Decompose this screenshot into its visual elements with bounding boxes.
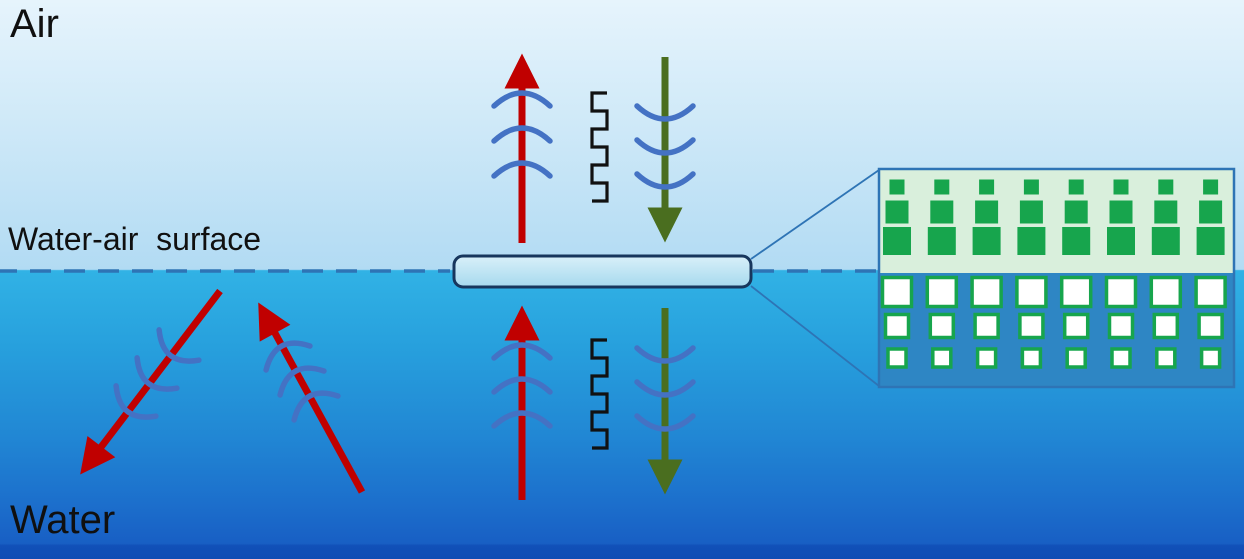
water-side-square xyxy=(1110,347,1132,369)
water-side-square xyxy=(925,275,959,309)
air-side-square xyxy=(975,200,999,224)
air-side-square xyxy=(930,200,954,224)
connector-line-top xyxy=(750,169,880,260)
air-side-square xyxy=(934,179,950,195)
air-side-square xyxy=(889,179,905,195)
flux-arc xyxy=(491,342,553,361)
flux-arc xyxy=(134,355,180,392)
air-side-square xyxy=(1017,227,1046,255)
flux-arc xyxy=(156,327,202,364)
floating-evaporator-device xyxy=(452,254,753,289)
flux-arc xyxy=(491,90,553,109)
downward-green-arrow-air-side xyxy=(634,57,696,243)
water-side-square xyxy=(1155,347,1177,369)
flux-arc xyxy=(491,410,553,429)
air-side-square xyxy=(1196,227,1225,255)
air-side-square xyxy=(1019,200,1043,224)
thermal-resistance-zigzag-water-side xyxy=(590,338,609,450)
flux-arc xyxy=(491,160,553,179)
flux-arc xyxy=(634,103,696,122)
water-side-square xyxy=(973,312,1000,340)
air-side-square xyxy=(1154,200,1178,224)
water-side-square xyxy=(1149,275,1183,309)
downward-green-arrow-water-side xyxy=(634,308,696,495)
inset-air-side-square-grid xyxy=(883,179,1225,255)
device-body xyxy=(452,254,753,289)
air-side-square xyxy=(1199,200,1223,224)
air-side-square xyxy=(979,179,995,195)
water-side-square xyxy=(1197,312,1224,340)
water-side-square xyxy=(1059,275,1093,309)
water-side-square xyxy=(1107,312,1135,340)
red-arrow-shaft xyxy=(80,288,223,475)
air-side-square xyxy=(1203,179,1219,195)
zigzag-icon xyxy=(590,338,609,450)
upward-red-arrow-air-side xyxy=(491,53,553,243)
red-arrow-shaft xyxy=(258,302,366,494)
air-side-square xyxy=(1023,179,1039,195)
flux-arc xyxy=(491,376,553,395)
water-side-square xyxy=(928,312,956,340)
water-side-square xyxy=(931,347,953,369)
flux-arc xyxy=(634,379,696,398)
water-side-square xyxy=(1015,275,1048,309)
water-air-surface-label: Water-air surface xyxy=(8,221,262,257)
air-label: Air xyxy=(10,2,59,46)
flux-arc xyxy=(634,345,696,364)
zigzag-icon xyxy=(590,91,609,203)
air-side-square xyxy=(1158,179,1174,195)
water-label: Water xyxy=(10,498,116,542)
flux-arc xyxy=(634,171,696,190)
water-side-square xyxy=(1104,275,1138,309)
air-side-square xyxy=(1151,227,1180,255)
flux-arc xyxy=(291,390,341,423)
air-side-square xyxy=(885,200,909,224)
reflected-ray-arrow-down-left xyxy=(80,288,223,475)
flux-arc xyxy=(634,137,696,156)
thermal-resistance-zigzag-air-side xyxy=(590,91,609,203)
air-side-square xyxy=(1064,200,1088,224)
air-side-square xyxy=(1068,179,1084,195)
water-side-square xyxy=(1199,347,1222,369)
water-side-square xyxy=(970,275,1003,309)
connector-line-bottom xyxy=(750,285,880,387)
water-side-square xyxy=(1194,275,1227,309)
water-side-square xyxy=(1065,347,1087,369)
inset-connector-lines xyxy=(750,169,880,387)
air-side-square xyxy=(972,227,1001,255)
water-side-square xyxy=(1062,312,1090,340)
water-side-square xyxy=(1020,347,1043,369)
water-side-square xyxy=(886,347,908,369)
air-side-square xyxy=(1062,227,1091,255)
water-side-square xyxy=(880,275,914,309)
water-side-square xyxy=(975,347,998,369)
water-side-square xyxy=(1152,312,1180,340)
flux-arc xyxy=(634,413,696,432)
upward-red-arrow-water-side xyxy=(491,305,553,500)
flux-arc xyxy=(263,340,313,373)
incident-ray-arrow-up-left xyxy=(258,302,366,494)
water-side-square xyxy=(1018,312,1045,340)
flux-arc xyxy=(491,125,553,144)
air-side-square xyxy=(1107,227,1135,255)
microstructure-inset xyxy=(877,167,1236,389)
inset-border xyxy=(877,167,1236,389)
air-side-square xyxy=(1113,179,1129,195)
air-side-square xyxy=(883,227,911,255)
inset-water-side-square-grid xyxy=(880,275,1227,369)
flux-arc xyxy=(277,365,327,398)
flux-arc xyxy=(113,383,159,420)
air-side-square xyxy=(927,227,956,255)
water-side-square xyxy=(883,312,911,340)
air-side-square xyxy=(1109,200,1133,224)
